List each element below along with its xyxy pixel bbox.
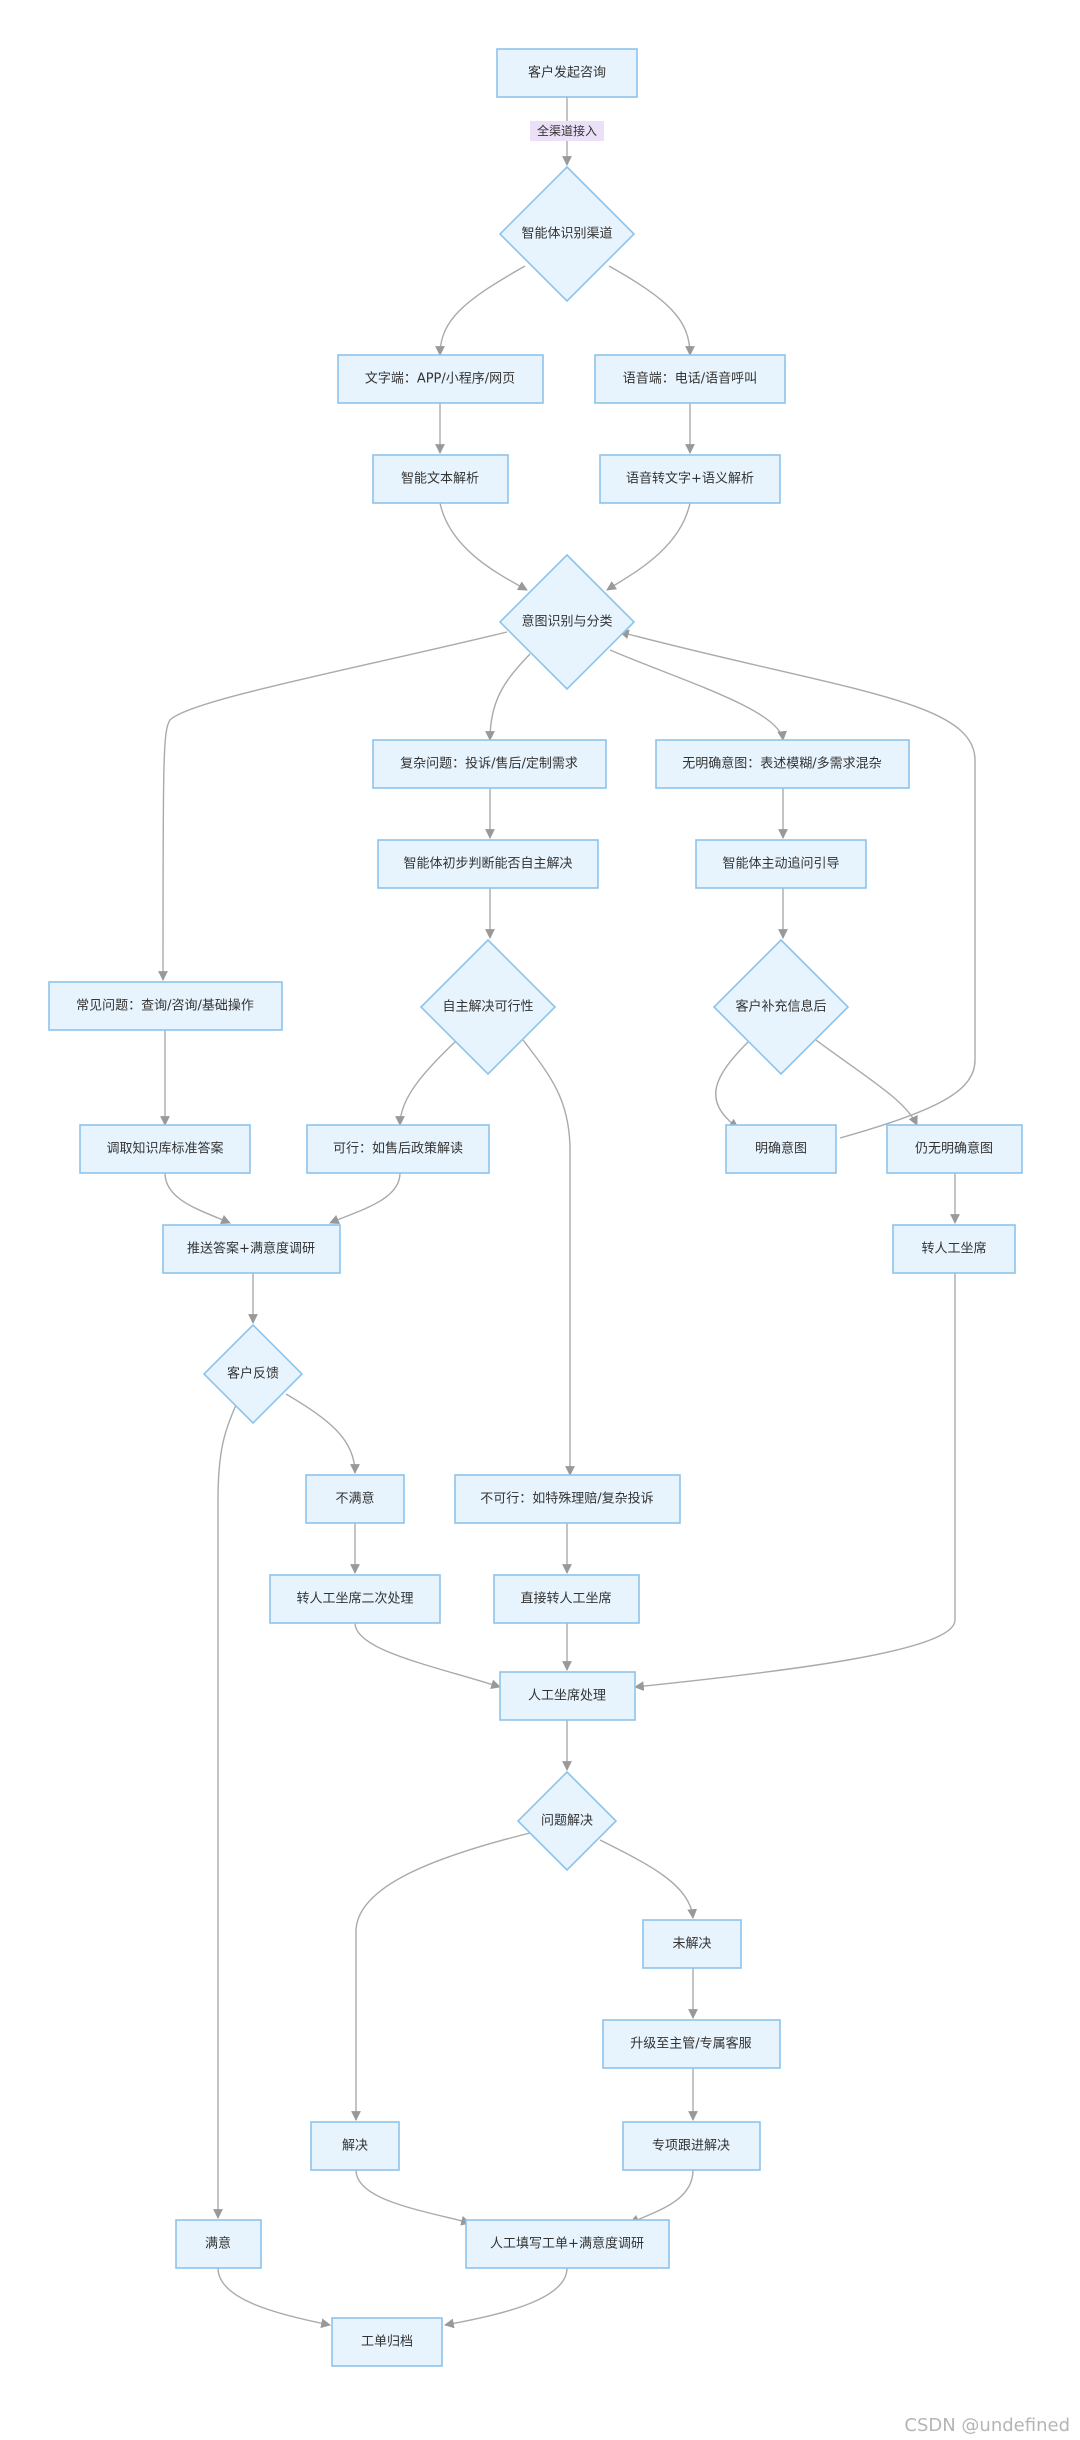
node-intent: 意图识别与分类 [498,553,636,691]
svg-text:意图识别与分类: 意图识别与分类 [521,614,612,630]
node-push: 推送答案+满意度调研 [162,1224,341,1274]
edge-ticket-to-archive [444,2267,568,2329]
svg-text:未解决: 未解决 [672,1937,711,1952]
edge-label-all-channel: 全渠道接入 [530,121,604,141]
svg-text:可行：如售后政策解读: 可行：如售后政策解读 [333,1141,463,1157]
node-kb: 调取知识库标准答案 [79,1124,251,1174]
node-followup: 专项跟进解决 [622,2121,761,2171]
edge-kb-to-push [164,1172,231,1224]
node-escalate: 升级至主管/专属客服 [602,2019,781,2069]
node-ask: 智能体主动追问引导 [695,839,867,889]
node-judge: 智能体初步判断能否自主解决 [377,839,599,889]
svg-text:客户反馈: 客户反馈 [227,1366,279,1382]
node-second: 转人工坐席二次处理 [269,1574,441,1624]
node-ticket: 人工填写工单+满意度调研 [465,2219,670,2269]
svg-text:调取知识库标准答案: 调取知识库标准答案 [106,1141,223,1157]
node-satisfied: 满意 [175,2219,262,2269]
node-feedback: 客户反馈 [202,1323,304,1425]
node-archive: 工单归档 [331,2317,443,2367]
node-supplement: 客户补充信息后 [712,938,850,1076]
node-common: 常见问题：查询/咨询/基础操作 [48,981,283,1031]
node-agent: 人工坐席处理 [499,1671,636,1721]
edge-policy-to-push [329,1172,401,1224]
svg-text:推送答案+满意度调研: 推送答案+满意度调研 [187,1241,315,1257]
svg-text:解决: 解决 [342,2139,368,2154]
node-policy: 可行：如售后政策解读 [306,1124,490,1174]
node-unclear: 无明确意图：表述模糊/多需求混杂 [655,739,910,789]
edge-satisfied-to-archive [217,2267,331,2329]
edge-resolvedq-to-unresolved [599,1839,698,1919]
nodes: 客户发起咨询 智能体识别渠道 文字端：APP/小程序/网页 语音端：电话/语音呼… [48,48,1023,2367]
svg-text:明确意图: 明确意图 [755,1141,807,1157]
edge-feedback-to-satisfied [213,1404,237,2219]
node-start: 客户发起咨询 [496,48,638,98]
node-text-parse: 智能文本解析 [372,454,509,504]
node-unsatisfied: 不满意 [305,1474,405,1524]
node-feasible: 自主解决可行性 [419,938,557,1076]
watermark: CSDN @undefined [904,2415,1070,2436]
edge-second-to-agent [354,1622,501,1690]
svg-text:满意: 满意 [205,2236,231,2252]
edge-supplement-to-stillunclear [815,1039,918,1126]
edge-toagent-to-agent [634,1273,956,1691]
edge-intent-to-unclear [609,649,787,741]
svg-text:无明确意图：表述模糊/多需求混杂: 无明确意图：表述模糊/多需求混杂 [682,756,881,772]
node-voice-parse: 语音转文字+语义解析 [599,454,781,504]
svg-text:工单归档: 工单归档 [361,2335,413,2350]
svg-text:人工填写工单+满意度调研: 人工填写工单+满意度调研 [490,2236,644,2252]
svg-text:客户补充信息后: 客户补充信息后 [735,999,826,1015]
edge-resolved-to-ticket [355,2169,471,2226]
edge-feasible-to-notfeasible [522,1039,575,1476]
svg-text:语音端：电话/语音呼叫: 语音端：电话/语音呼叫 [623,371,757,387]
svg-text:客户发起咨询: 客户发起咨询 [528,65,606,81]
node-voice-channel: 语音端：电话/语音呼叫 [594,354,786,404]
svg-text:人工坐席处理: 人工坐席处理 [528,1688,606,1704]
edge-identify-to-voice [608,265,695,356]
edge-intent-to-complex [485,653,531,741]
node-not-feasible: 不可行：如特殊理赔/复杂投诉 [454,1474,681,1524]
edge-intent-to-common [158,631,508,981]
svg-text:不可行：如特殊理赔/复杂投诉: 不可行：如特殊理赔/复杂投诉 [480,1491,653,1507]
svg-text:专项跟进解决: 专项跟进解决 [652,2139,730,2154]
svg-text:仍无明确意图: 仍无明确意图 [915,1141,993,1157]
node-still-unclear: 仍无明确意图 [886,1124,1023,1174]
svg-text:不满意: 不满意 [335,1491,374,1507]
edge-identify-to-text [435,265,526,356]
node-complex: 复杂问题：投诉/售后/定制需求 [372,739,607,789]
svg-text:智能文本解析: 智能文本解析 [401,472,479,487]
svg-text:复杂问题：投诉/售后/定制需求: 复杂问题：投诉/售后/定制需求 [400,756,578,772]
edge-supplement-to-clear [715,1039,751,1129]
node-resolved: 解决 [310,2121,400,2171]
edge-feedback-to-unsatisfied [285,1393,360,1474]
svg-text:智能体主动追问引导: 智能体主动追问引导 [722,856,839,872]
svg-text:文字端：APP/小程序/网页: 文字端：APP/小程序/网页 [365,372,515,387]
svg-text:转人工坐席二次处理: 转人工坐席二次处理 [296,1591,413,1607]
edges [158,97,976,2329]
node-clear: 明确意图 [725,1124,837,1174]
edge-clear-to-intent [619,629,976,1139]
edge-resolvedq-to-resolved [351,1831,535,2121]
svg-text:转人工坐席: 转人工坐席 [921,1241,986,1257]
svg-text:智能体初步判断能否自主解决: 智能体初步判断能否自主解决 [403,857,572,872]
node-text-channel: 文字端：APP/小程序/网页 [337,354,544,404]
svg-text:直接转人工坐席: 直接转人工坐席 [520,1591,611,1607]
svg-text:问题解决: 问题解决 [541,1814,593,1829]
svg-text:智能体识别渠道: 智能体识别渠道 [521,227,612,242]
edge-textparse-to-intent [439,502,528,591]
node-unresolved: 未解决 [642,1919,742,1969]
node-identify-channel: 智能体识别渠道 [498,165,636,303]
node-resolved-q: 问题解决 [516,1770,618,1872]
svg-text:语音转文字+语义解析: 语音转文字+语义解析 [626,471,754,487]
svg-text:常见问题：查询/咨询/基础操作: 常见问题：查询/咨询/基础操作 [76,998,254,1014]
edge-voiceparse-to-intent [606,502,691,591]
node-to-agent: 转人工坐席 [892,1224,1016,1274]
edge-feasible-to-policy [395,1039,458,1126]
svg-text:升级至主管/专属客服: 升级至主管/专属客服 [630,2036,751,2052]
edge-followup-to-ticket [629,2169,694,2224]
svg-text:自主解决可行性: 自主解决可行性 [442,1000,533,1015]
edge-label-text: 全渠道接入 [537,123,597,138]
node-direct: 直接转人工坐席 [493,1574,640,1624]
